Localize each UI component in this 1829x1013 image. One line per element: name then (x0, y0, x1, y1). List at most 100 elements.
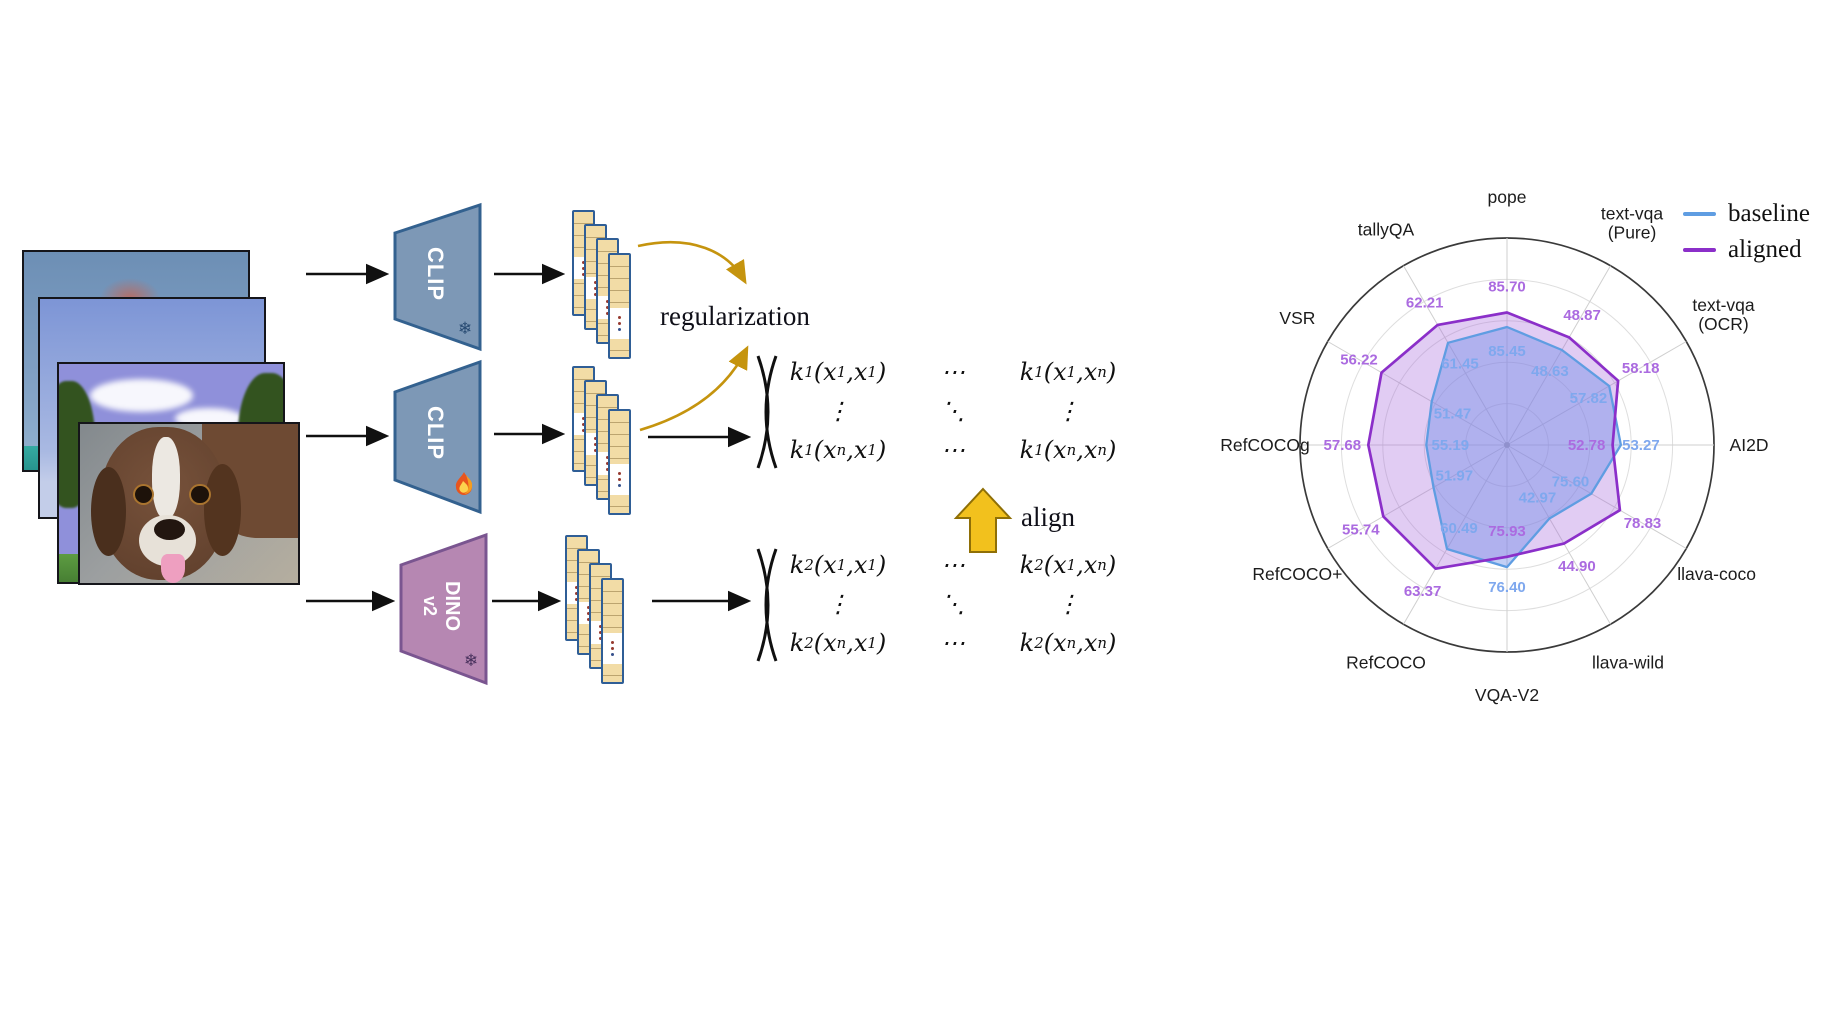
radar-axis-label: RefCOCOg (1220, 435, 1309, 455)
radar-value-label: 57.82 (1570, 390, 1608, 407)
snowflake-icon: ❄ (464, 651, 478, 670)
radar-axis-label: llava-coco (1677, 564, 1756, 584)
radar-value-label: 42.97 (1519, 490, 1557, 507)
radar-axis-label: RefCOCO+ (1252, 564, 1342, 584)
radar-value-label: 61.45 (1441, 356, 1479, 373)
fire-icon (455, 472, 473, 495)
dog-tongue (160, 554, 185, 583)
token-card (608, 409, 631, 515)
radar-value-label: 51.97 (1436, 467, 1474, 484)
radar-value-label: 75.60 (1552, 474, 1590, 491)
matrix-cell: ⋯ (941, 628, 965, 657)
radar-value-label: 48.63 (1531, 363, 1569, 380)
dog-ear-right (204, 463, 242, 556)
radar-value-label: 52.78 (1568, 437, 1606, 454)
encoder-shape (393, 202, 482, 352)
legend-label: baseline (1728, 200, 1810, 227)
left-paren (764, 355, 778, 469)
snowflake-icon: ❄ (458, 319, 472, 338)
cloud (90, 379, 194, 412)
matrix-cell: ⋱ (941, 396, 965, 425)
encoder-label: CLIP (423, 406, 448, 460)
encoder-label-line2: v2 (420, 596, 440, 616)
encoder-shape (399, 532, 488, 686)
dog-nose (154, 519, 185, 541)
radar-value-label: 85.70 (1488, 279, 1526, 296)
encoder-label: DINO (441, 581, 463, 631)
radar-value-label: 76.40 (1488, 579, 1526, 596)
dinov2-encoder: DINO v2 ❄ (399, 532, 488, 686)
matrix-cell: ⋯ (941, 357, 965, 386)
regularization-arrow-bottom (639, 345, 749, 432)
radar-value-label: 51.47 (1434, 406, 1472, 423)
radar-axis-label: VQA-V2 (1475, 685, 1539, 705)
dog-ear-left (90, 466, 126, 556)
legend-label: aligned (1728, 236, 1802, 263)
legend-item-baseline: baseline (1683, 196, 1810, 232)
radar-axis-label: RefCOCO (1346, 653, 1426, 673)
matrix-cell: ⋮ (1056, 589, 1080, 618)
token-card (601, 578, 624, 684)
radar-value-label: 58.18 (1622, 360, 1660, 377)
matrix-cell: ⋯ (941, 550, 965, 579)
matrix-cell: ⋯ (941, 435, 965, 464)
legend-item-aligned: aligned (1683, 232, 1810, 268)
radar-value-label: 56.22 (1340, 352, 1378, 369)
right-paren (756, 355, 770, 469)
aligned-line-swatch (1683, 248, 1716, 252)
encoder-label: CLIP (423, 247, 448, 301)
token-stack-clip2 (572, 366, 634, 518)
dog-blaze (151, 436, 181, 520)
regularization-arrow-top (637, 241, 747, 285)
radar-value-label: 55.74 (1342, 521, 1380, 538)
token-stack-clip1 (572, 210, 634, 362)
radar-value-label: 75.93 (1488, 523, 1526, 540)
radar-axis-label: tallyQA (1358, 219, 1415, 239)
matrix-cell: ⋮ (826, 589, 850, 618)
radar-value-label: 57.68 (1324, 437, 1362, 454)
token-card (608, 253, 631, 359)
matrix-cell: ⋮ (826, 396, 850, 425)
radar-axis-label: VSR (1279, 308, 1315, 328)
radar-value-label: 60.49 (1440, 520, 1478, 537)
dog-eye-right (191, 486, 209, 504)
baseline-line-swatch (1683, 212, 1716, 216)
clip-encoder-frozen: CLIP ❄ (393, 202, 482, 352)
radar-axis-label: text-vqa(Pure) (1601, 204, 1664, 243)
photo-dog (78, 422, 300, 585)
radar-axis-label: pope (1488, 187, 1527, 207)
regularization-label: regularization (660, 301, 810, 331)
align-label: align (1021, 502, 1075, 532)
radar-axis-label: llava-wild (1592, 653, 1664, 673)
matrix-cell: ⋱ (941, 589, 965, 618)
radar-value-label: 85.45 (1488, 343, 1526, 360)
left-paren (764, 548, 778, 662)
radar-axis-label: AI2D (1730, 435, 1769, 455)
token-stack-dino (565, 535, 627, 687)
radar-axis-label: text-vqa(OCR) (1692, 295, 1755, 334)
encoder-shape (393, 359, 482, 515)
radar-value-label: 63.37 (1404, 583, 1442, 600)
chart-legend: baseline aligned (1683, 196, 1810, 268)
matrix-cell: ⋮ (1056, 396, 1080, 425)
clip-encoder-trainable: CLIP (393, 359, 482, 515)
radar-value-label: 78.83 (1624, 515, 1662, 532)
dog-eye-left (134, 486, 152, 504)
radar-value-label: 62.21 (1406, 294, 1444, 311)
radar-value-label: 55.19 (1432, 437, 1470, 454)
radar-value-label: 44.90 (1558, 558, 1596, 575)
radar-value-label: 53.27 (1622, 437, 1660, 454)
